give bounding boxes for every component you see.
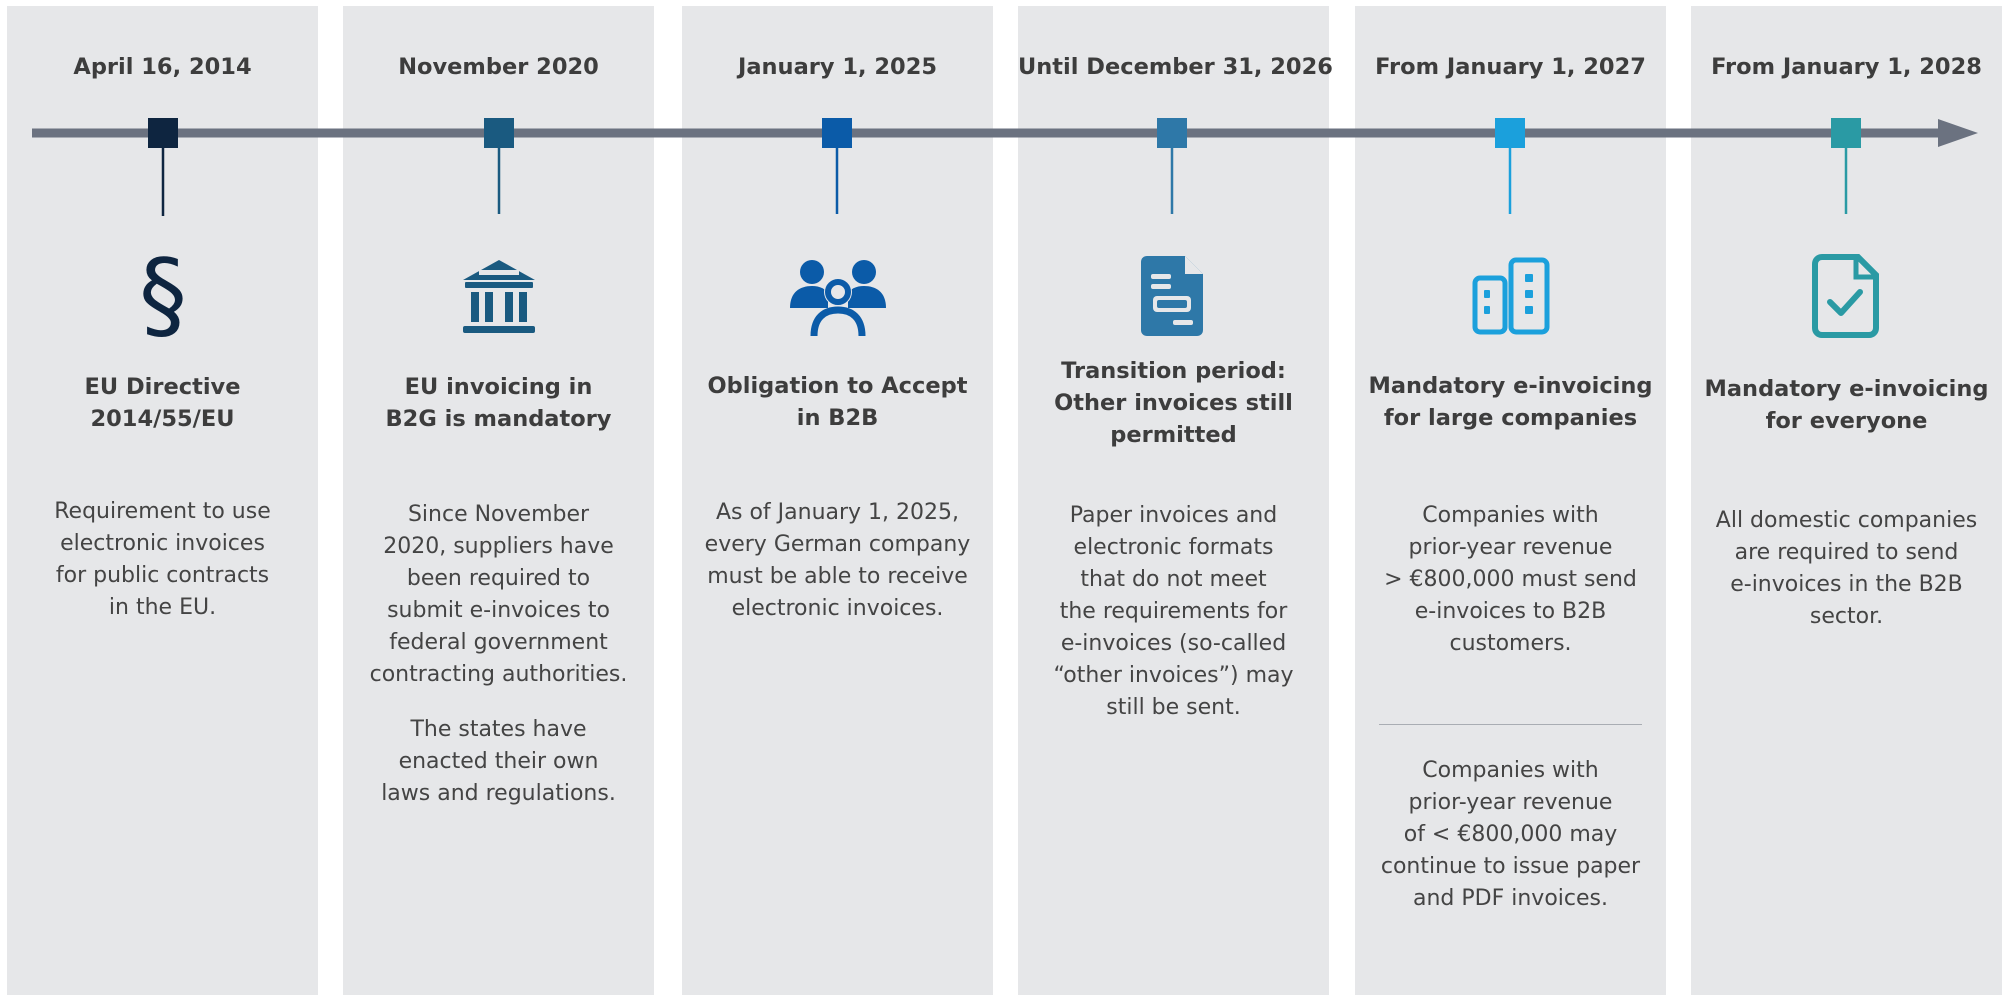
milestone-description: Paper invoices and electronic formats th… <box>1053 503 1294 720</box>
group-icon <box>783 246 893 346</box>
milestone-description: Since November 2020, suppliers have been… <box>369 502 628 687</box>
timeline-column-2026: Until December 31, 2026 Transition perio… <box>1018 6 1333 995</box>
svg-text:§: § <box>139 246 187 346</box>
document-icon <box>1119 246 1229 346</box>
milestone-title: EU Directive 2014/55/EU <box>84 374 241 432</box>
milestone-description: Companies with prior-year revenue > €800… <box>1384 503 1637 656</box>
milestone-note: Companies with prior-year revenue of < €… <box>1380 758 1641 911</box>
milestone-title: Mandatory e-invoicing for everyone <box>1704 376 1989 434</box>
milestone-description: All domestic companies are required to s… <box>1715 508 1978 629</box>
milestone-description: As of January 1, 2025, every German comp… <box>704 500 971 621</box>
timeline-column-2027: From January 1, 2027 Mandatory e-invoici… <box>1355 6 1666 995</box>
axis-arrowhead <box>1938 119 1978 147</box>
milestone-marker <box>1831 118 1861 148</box>
milestone-marker <box>1157 118 1187 148</box>
milestone-description: Requirement to use electronic invoices f… <box>54 499 271 620</box>
milestone-date: From January 1, 2027 <box>1375 54 1646 80</box>
milestone-title: Transition period: Other invoices still … <box>1054 358 1293 448</box>
milestone-date: November 2020 <box>398 54 599 80</box>
document-check-icon <box>1792 246 1902 346</box>
milestone-date: From January 1, 2028 <box>1711 54 1982 80</box>
milestone-note: The states have enacted their own laws a… <box>381 717 616 806</box>
milestone-date: April 16, 2014 <box>73 54 252 80</box>
office-buildings-icon <box>1456 246 1566 346</box>
milestone-title: Obligation to Accept in B2B <box>707 373 968 431</box>
milestone-date: Until December 31, 2026 <box>1018 54 1333 80</box>
paragraph-icon: § <box>108 246 218 346</box>
milestone-marker <box>148 118 178 148</box>
milestone-marker <box>822 118 852 148</box>
divider <box>1379 724 1642 725</box>
milestone-date: January 1, 2025 <box>737 54 938 80</box>
milestone-title: Mandatory e-invoicing for large companie… <box>1368 373 1653 431</box>
milestone-marker <box>484 118 514 148</box>
government-building-icon <box>444 246 554 346</box>
milestone-title: EU invoicing in B2G is mandatory <box>385 374 612 432</box>
milestone-marker <box>1495 118 1525 148</box>
